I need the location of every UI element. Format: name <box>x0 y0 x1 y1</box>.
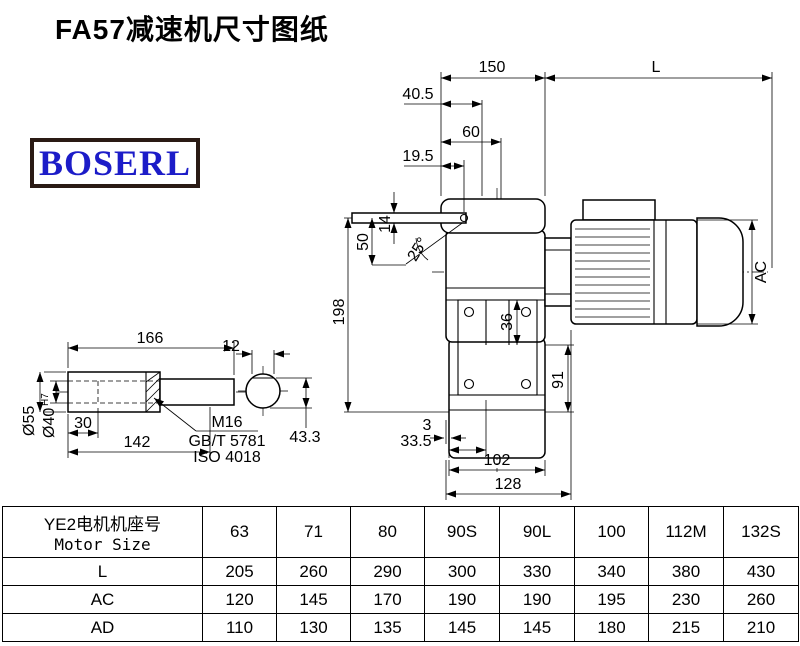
dim-33-5: 33.5 <box>400 433 431 450</box>
col-header: 100 <box>574 506 649 558</box>
row-label: AD <box>2 613 203 642</box>
table-cell: 260 <box>723 585 799 614</box>
table-cell: 430 <box>723 557 799 586</box>
col-header: 90L <box>499 506 575 558</box>
table-cell: 190 <box>424 585 500 614</box>
motor-size-header-cell: YE2电机机座号 Motor Size <box>2 506 203 558</box>
dim-50: 50 <box>355 233 372 251</box>
motor-size-header-en: Motor Size <box>54 535 151 554</box>
page-title: FA57减速机尺寸图纸 <box>55 14 329 45</box>
dim-91: 91 <box>550 371 567 389</box>
table-cell: 215 <box>648 613 724 642</box>
dim-150: 150 <box>479 59 506 76</box>
table-cell: 260 <box>276 557 351 586</box>
dim-36: 36 <box>499 313 516 331</box>
table-cell: 195 <box>574 585 649 614</box>
dim-166: 166 <box>137 330 164 347</box>
table-cell: 170 <box>350 585 425 614</box>
table-cell: 290 <box>350 557 425 586</box>
dim-19-5: 19.5 <box>402 148 433 165</box>
dim-30: 30 <box>74 415 92 432</box>
table-cell: 130 <box>276 613 351 642</box>
table-row-AD: AD 110 130 135 145 145 180 215 210 <box>2 613 799 642</box>
dimension-lines <box>36 72 773 500</box>
input-shaft <box>351 212 469 224</box>
dim-dia-40: Ø40 <box>41 408 58 438</box>
table-cell: 300 <box>424 557 500 586</box>
motor-size-header-cn: YE2电机机座号 <box>43 515 162 534</box>
dim-h7-tolerance: H7 <box>40 393 51 406</box>
col-header: 80 <box>350 506 425 558</box>
table-cell: 210 <box>723 613 799 642</box>
table-cell: 205 <box>202 557 277 586</box>
dim-3: 3 <box>423 417 432 434</box>
row-label: L <box>2 557 203 586</box>
dim-dia-55: Ø55 <box>21 406 38 436</box>
col-header: 71 <box>276 506 351 558</box>
dim-L: L <box>652 59 661 76</box>
table-cell: 180 <box>574 613 649 642</box>
col-header: 90S <box>424 506 500 558</box>
dim-12: 12 <box>222 338 240 355</box>
table-cell: 120 <box>202 585 277 614</box>
table-cell: 135 <box>350 613 425 642</box>
table-cell: 380 <box>648 557 724 586</box>
col-header: 132S <box>723 506 799 558</box>
dim-142: 142 <box>124 434 151 451</box>
table-row-AC: AC 120 145 170 190 190 195 230 260 <box>2 585 799 614</box>
motor-size-table: YE2电机机座号 Motor Size 63 71 80 90S 90L 100… <box>2 506 799 642</box>
shaft-cross-section <box>245 373 281 409</box>
table-cell: 230 <box>648 585 724 614</box>
dim-AC: AC <box>753 261 770 283</box>
dim-198: 198 <box>331 299 348 326</box>
dim-60: 60 <box>462 124 480 141</box>
dim-40-5: 40.5 <box>402 86 433 103</box>
callout-m16: M16 <box>211 414 242 431</box>
callout-gbt-5781: GB/T 5781 <box>188 433 265 450</box>
col-header: 112M <box>648 506 724 558</box>
table-row-L: L 205 260 290 300 330 340 380 430 <box>2 557 799 586</box>
dim-102: 102 <box>484 452 511 469</box>
output-shaft-detail <box>67 371 258 432</box>
table-cell: 330 <box>499 557 575 586</box>
table-cell: 110 <box>202 613 277 642</box>
col-header: 63 <box>202 506 277 558</box>
table-cell: 145 <box>276 585 351 614</box>
table-cell: 145 <box>424 613 500 642</box>
table-cell: 190 <box>499 585 575 614</box>
table-cell: 340 <box>574 557 649 586</box>
motor-outline <box>544 199 744 327</box>
dim-128: 128 <box>495 476 522 493</box>
row-label: AC <box>2 585 203 614</box>
dim-14: 14 <box>377 215 394 233</box>
brand-logo: BOSERL <box>30 138 200 188</box>
callout-iso-4018: ISO 4018 <box>193 449 261 466</box>
dimension-drawing: 150 L 40.5 60 19.5 14 50 25° 198 AC 36 9… <box>21 59 773 500</box>
table-header-row: YE2电机机座号 Motor Size 63 71 80 90S 90L 100… <box>2 506 799 558</box>
table-cell: 145 <box>499 613 575 642</box>
dim-43-3: 43.3 <box>289 429 320 446</box>
